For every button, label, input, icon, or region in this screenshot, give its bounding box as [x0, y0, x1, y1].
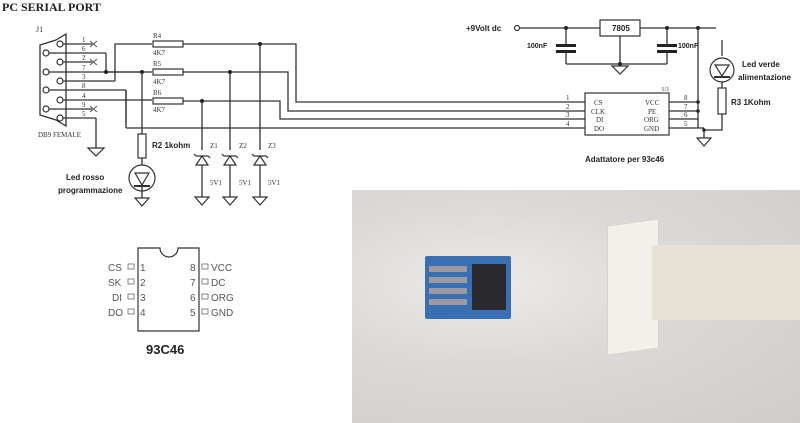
- ground-icon: [221, 196, 239, 206]
- signal-wires: [125, 43, 563, 150]
- svg-text:7: 7: [684, 103, 688, 111]
- svg-text:4: 4: [82, 92, 86, 100]
- svg-text:Z3: Z3: [268, 142, 276, 150]
- svg-text:alimentazione: alimentazione: [738, 73, 791, 82]
- svg-text:1: 1: [566, 94, 570, 102]
- led-red: Led rosso programmazione: [58, 158, 156, 207]
- chip-93c46: CS SK DI DO 1 2 3 4 8 7 6 5 VCC DC ORG G…: [108, 247, 234, 357]
- svg-text:3: 3: [82, 73, 86, 81]
- svg-text:R5: R5: [153, 60, 162, 68]
- svg-text:Led rosso: Led rosso: [66, 173, 104, 182]
- ground-icon: [610, 65, 630, 75]
- db9-pin-numbers: 1 6 2 7 3 8 4 9 5: [82, 36, 86, 118]
- svg-text:9: 9: [82, 101, 86, 109]
- svg-text:5V1: 5V1: [210, 179, 223, 187]
- no-connect-marks: [89, 40, 98, 113]
- svg-text:U1: U1: [662, 87, 669, 93]
- svg-text:VCC: VCC: [211, 263, 232, 274]
- svg-text:2: 2: [82, 54, 86, 62]
- svg-text:5V1: 5V1: [239, 179, 252, 187]
- title: PC SERIAL PORT: [2, 0, 101, 14]
- svg-text:5: 5: [684, 120, 688, 128]
- resistor-r2: R2 1kohm: [137, 126, 190, 159]
- svg-text:7805: 7805: [612, 24, 630, 33]
- svg-text:PE: PE: [648, 108, 656, 116]
- svg-text:SK: SK: [108, 278, 122, 289]
- svg-text:programmazione: programmazione: [58, 186, 123, 195]
- svg-text:6: 6: [684, 111, 688, 119]
- svg-text:4K7: 4K7: [153, 78, 166, 86]
- svg-text:5: 5: [82, 110, 86, 118]
- svg-text:5V1: 5V1: [268, 179, 281, 187]
- resistor-r6: R6 4K7: [152, 89, 184, 114]
- svg-text:8: 8: [684, 94, 688, 102]
- svg-text:CS: CS: [594, 99, 603, 107]
- svg-text:R4: R4: [153, 32, 162, 40]
- svg-text:ORG: ORG: [644, 116, 659, 124]
- svg-text:4K7: 4K7: [153, 106, 166, 114]
- ground-icon: [193, 196, 211, 206]
- svg-text:DO: DO: [594, 125, 604, 133]
- svg-text:6: 6: [82, 45, 86, 53]
- connector-type: DB9 FEMALE: [38, 131, 81, 139]
- svg-text:+9Volt dc: +9Volt dc: [466, 24, 502, 33]
- svg-text:100nF: 100nF: [678, 43, 699, 50]
- svg-text:93C46: 93C46: [146, 342, 184, 357]
- ground-icon: [86, 147, 106, 157]
- svg-text:VCC: VCC: [645, 99, 660, 107]
- svg-text:CLK: CLK: [591, 108, 605, 116]
- svg-text:2: 2: [140, 278, 146, 289]
- svg-text:ORG: ORG: [211, 293, 234, 304]
- svg-text:R2 1kohm: R2 1kohm: [152, 141, 190, 150]
- svg-text:3: 3: [140, 293, 146, 304]
- svg-text:Z2: Z2: [239, 142, 247, 150]
- ground-icon: [133, 197, 151, 207]
- svg-text:7: 7: [190, 278, 196, 289]
- svg-text:100nF: 100nF: [527, 43, 548, 50]
- zener-z3: Z3 5V1: [251, 142, 281, 206]
- white-connector-body: [652, 245, 800, 320]
- chip-package: [472, 264, 506, 310]
- svg-text:DI: DI: [596, 116, 604, 124]
- svg-text:Led verde: Led verde: [742, 60, 780, 69]
- ground-icon: [695, 137, 713, 147]
- svg-text:GND: GND: [644, 125, 659, 133]
- svg-text:CS: CS: [108, 263, 122, 274]
- resistor-r4: R4 4K7: [152, 32, 184, 57]
- db9-shell: [39, 32, 67, 128]
- svg-text:5: 5: [190, 308, 196, 319]
- pcb-contacts: [429, 266, 467, 310]
- led-green: Led verde alimentazione: [709, 40, 791, 88]
- resistor-r5: R5 4K7: [152, 60, 184, 86]
- svg-text:DO: DO: [108, 308, 123, 319]
- j1-wires: [95, 43, 152, 148]
- svg-text:GND: GND: [211, 308, 233, 319]
- svg-text:4: 4: [140, 308, 146, 319]
- adapter-photo: [352, 190, 800, 423]
- svg-text:DI: DI: [112, 293, 122, 304]
- svg-text:8: 8: [82, 82, 86, 90]
- svg-text:R6: R6: [153, 89, 162, 97]
- svg-text:R3 1Kohm: R3 1Kohm: [731, 98, 771, 107]
- connector-ref: J1: [36, 25, 43, 34]
- zener-z1: Z1 5V1: [193, 142, 223, 206]
- svg-text:3: 3: [566, 111, 570, 119]
- resistor-r3: R3 1Kohm: [704, 87, 771, 131]
- svg-text:Z1: Z1: [210, 142, 218, 150]
- svg-text:7: 7: [82, 64, 86, 72]
- power-supply: +9Volt dc 7805 100nF 100nF: [466, 19, 716, 128]
- adapter-u1: U1 1 2 3 4 CS CLK DI DO 8 7 6 5 VCC PE O…: [563, 87, 713, 164]
- svg-text:DC: DC: [211, 278, 225, 289]
- ground-icon: [251, 196, 269, 206]
- svg-text:2: 2: [566, 103, 570, 111]
- svg-text:1: 1: [82, 36, 86, 44]
- zener-z2: Z2 5V1: [221, 142, 252, 206]
- svg-text:4K7: 4K7: [153, 49, 166, 57]
- svg-text:6: 6: [190, 293, 196, 304]
- svg-text:1: 1: [140, 263, 146, 274]
- svg-text:8: 8: [190, 263, 196, 274]
- svg-text:4: 4: [566, 120, 570, 128]
- db9-leads: [49, 43, 140, 119]
- svg-text:Adattatore per 93c46: Adattatore per 93c46: [585, 155, 665, 164]
